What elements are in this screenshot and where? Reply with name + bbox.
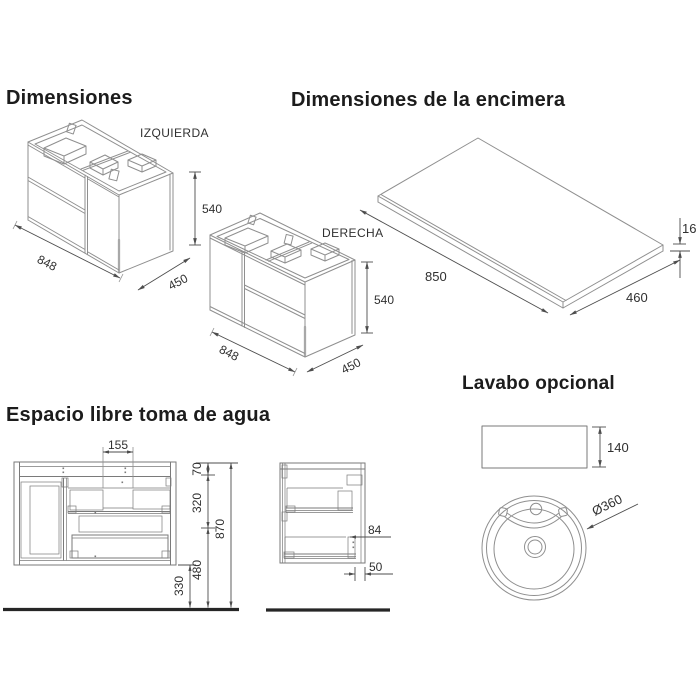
countertop-dimensions: 850 460 16	[359, 209, 696, 316]
cabinet-left-depth-label: 450	[166, 271, 191, 293]
countertop-drawing: 850 460 16	[359, 137, 696, 316]
cabinet-left-dimensions: 540 848 450 IZQUIERDA	[12, 126, 222, 293]
lower-zone-label: 480	[190, 560, 204, 580]
front-view-linework	[13, 461, 177, 566]
section-title-espacio: Espacio libre toma de agua	[6, 404, 271, 426]
countertop-depth-label: 460	[626, 290, 648, 305]
section-title-lavabo: Lavabo opcional	[462, 373, 615, 394]
cabinet-right-linework	[209, 212, 356, 358]
cabinet-right-depth-label: 450	[339, 355, 363, 377]
basin-diameter-label: Ø360	[589, 491, 624, 518]
cabinet-left-linework	[27, 119, 174, 274]
section-title-encimera: Dimensiones de la encimera	[291, 89, 566, 111]
bottom-clearance-label: 50	[369, 560, 383, 574]
countertop-thickness-label: 16	[682, 221, 696, 236]
cabinet-right-width-label: 848	[217, 342, 241, 364]
side-view-dimensions: 84 50	[344, 523, 393, 581]
drawer-zone-label: 320	[190, 493, 204, 513]
countertop-length-label: 850	[425, 269, 447, 284]
total-height-label: 870	[213, 519, 227, 539]
back-clearance-label: 84	[368, 523, 382, 537]
cabinet-left-drawing: 540 848 450 IZQUIERDA	[12, 119, 222, 293]
tap-clearance-label: 155	[108, 438, 128, 452]
cabinet-left-width-label: 848	[35, 252, 59, 274]
basin-dimensions: 140 Ø360	[586, 426, 639, 530]
basin-height-label: 140	[607, 440, 629, 455]
top-offset-label: 70	[190, 462, 204, 476]
floor-gap-label: 330	[172, 576, 186, 596]
cabinet-left-height-label: 540	[202, 202, 222, 216]
cabinet-left-side-label: IZQUIERDA	[140, 126, 209, 140]
basin-linework	[481, 425, 588, 601]
front-view-dimensions: 155 70 320 480 870 330	[102, 438, 238, 608]
section-title-dimensiones: Dimensiones	[6, 87, 133, 109]
water-clearance-front-view: 155 70 320 480 870 330	[3, 438, 239, 612]
side-view-linework	[279, 462, 366, 564]
water-clearance-side-view: 84 50	[266, 462, 393, 612]
countertop-linework	[377, 137, 664, 309]
basin-drawing: 140 Ø360	[481, 425, 639, 601]
